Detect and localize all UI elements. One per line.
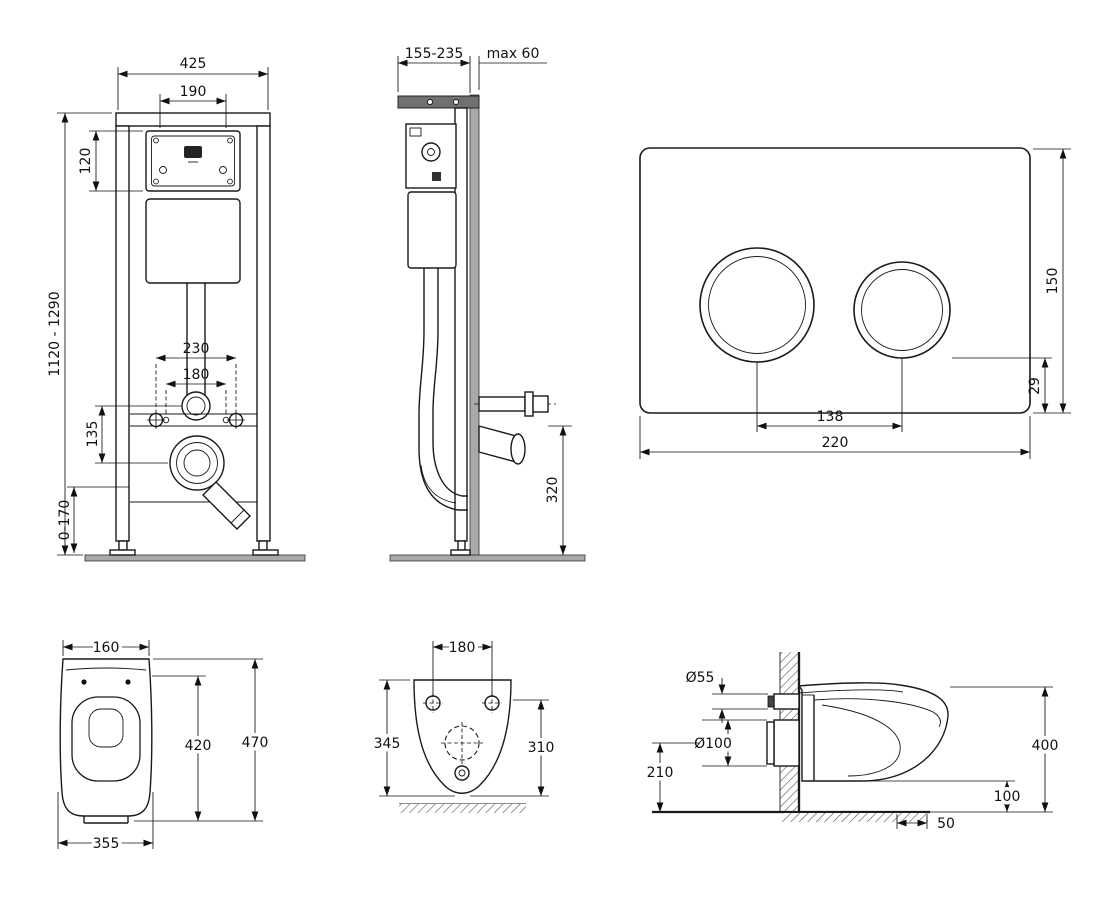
dim-total-height: 470 [134,658,272,822]
dim-button-offset: 29 [952,357,1052,413]
floor-band [389,554,586,562]
dim-label-220: 220 [822,435,849,451]
water-surface [88,708,124,748]
view-frame-front: 425 190 120 1120 - 1290 230 [47,56,306,562]
dim-label-d55: Ø55 [686,670,715,686]
dim-label-420: 420 [185,738,212,754]
dim-fixing-spacing: 180 [432,637,493,696]
cistern-tank-side [407,191,457,269]
valve-box-side [405,123,457,189]
cistern-tank [145,198,241,284]
dim-label-d100: Ø100 [694,736,732,752]
dim-bowl-width: 355 [57,792,154,856]
dim-label-425: 425 [180,56,207,72]
flush-plate [639,147,1031,414]
seat-hinge-right [125,679,131,685]
dim-label-180-bowl: 180 [449,640,476,656]
dim-label-120: 120 [78,148,94,175]
dim-label-150: 150 [1045,268,1061,295]
view-bowl-rear: 180 345 310 [370,637,558,813]
dim-height-left: 345 [370,679,455,797]
dim-label-355: 355 [93,836,120,852]
dim-plate-height: 150 [1033,148,1071,414]
floor-band [84,554,306,562]
dim-cistern-window-width: 190 [159,84,227,128]
bowl-side-outline [797,682,949,782]
dim-cistern-window-height: 120 [78,130,143,192]
logo-mark [184,146,202,158]
dim-wall-clearance: max 60 [478,46,547,90]
seat-hinge-left [81,679,87,685]
dim-frame-height-range: 1120 - 1290 [47,112,112,556]
dim-fixing-spacing-narrow: 180 [165,367,227,416]
dim-label-345: 345 [374,736,401,752]
water-inlet-fitting [478,396,526,412]
dim-outlet-height: 320 [545,425,572,555]
dim-label-138: 138 [817,409,844,425]
dim-button-spacing: 138 [756,358,903,432]
floor-hatch [782,813,928,822]
flush-pipe-side [418,268,425,448]
dim-outlet-diameter: Ø100 [691,719,767,767]
dim-fixing-spacing-wide: 230 [155,341,237,411]
dim-plate-width: 220 [639,416,1031,459]
dim-label-210: 210 [647,765,674,781]
dim-top-width: 160 [62,637,150,660]
ground-hatch [399,804,526,813]
dim-frame-width: 425 [117,56,269,110]
view-frame-side: 155-235 max 60 320 [389,46,586,562]
dim-leg-adjustment: 0-170 [57,486,129,553]
dim-label-470: 470 [242,735,269,751]
dim-label-29: 29 [1027,377,1043,395]
dim-label-230: 230 [183,341,210,357]
drain-elbow [202,481,251,530]
dim-label-max-60: max 60 [487,46,540,62]
cistern-access-box [145,130,241,192]
outlet-pipe-stub [773,719,800,767]
dim-label-155-235: 155-235 [405,46,464,62]
drain-outlet [169,435,225,491]
frame-rail-side [454,107,468,542]
dim-inlet-diameter: Ø55 [686,670,768,723]
dim-offset: 50 [896,814,955,832]
dim-label-135: 135 [85,421,101,448]
dim-outlet-axis-height: 210 [643,742,700,812]
dim-bowl-height: 420 [152,675,215,821]
wall-strip [469,94,480,556]
dim-rim-height: 400 [930,686,1062,813]
dim-outlet-offset: 135 [85,405,182,464]
frame-top-bar [115,112,271,127]
bowl-outline [59,658,153,817]
inlet-pipe-stub [773,693,800,710]
dim-label-400: 400 [1032,738,1059,754]
frame-left-rail [115,125,130,542]
drain-hole [444,725,480,761]
dim-label-320: 320 [545,477,561,504]
frame-right-rail [256,125,271,542]
dim-label-1120-1290: 1120 - 1290 [47,291,63,376]
drain-connector-fitting [478,425,517,463]
dim-label-310: 310 [528,740,555,756]
dim-label-190: 190 [180,84,207,100]
dim-label-100: 100 [994,789,1021,805]
view-bowl-side: Ø55 Ø100 210 400 100 50 [643,652,1062,832]
dim-frame-depth-range: 155-235 [397,46,471,93]
view-flush-plate: 138 220 150 29 [639,147,1071,459]
dim-label-50: 50 [937,816,955,832]
bowl-rim [71,696,141,782]
wall-bracket-rail [397,95,480,109]
dim-height-right: 310 [470,699,558,797]
dim-label-160: 160 [93,640,120,656]
dim-label-0-170: 0-170 [57,500,73,541]
inlet-hole [454,765,470,781]
dim-label-180-frame: 180 [183,367,210,383]
dim-underside-height: 100 [870,780,1024,812]
view-bowl-front: 160 470 420 355 [57,637,272,856]
